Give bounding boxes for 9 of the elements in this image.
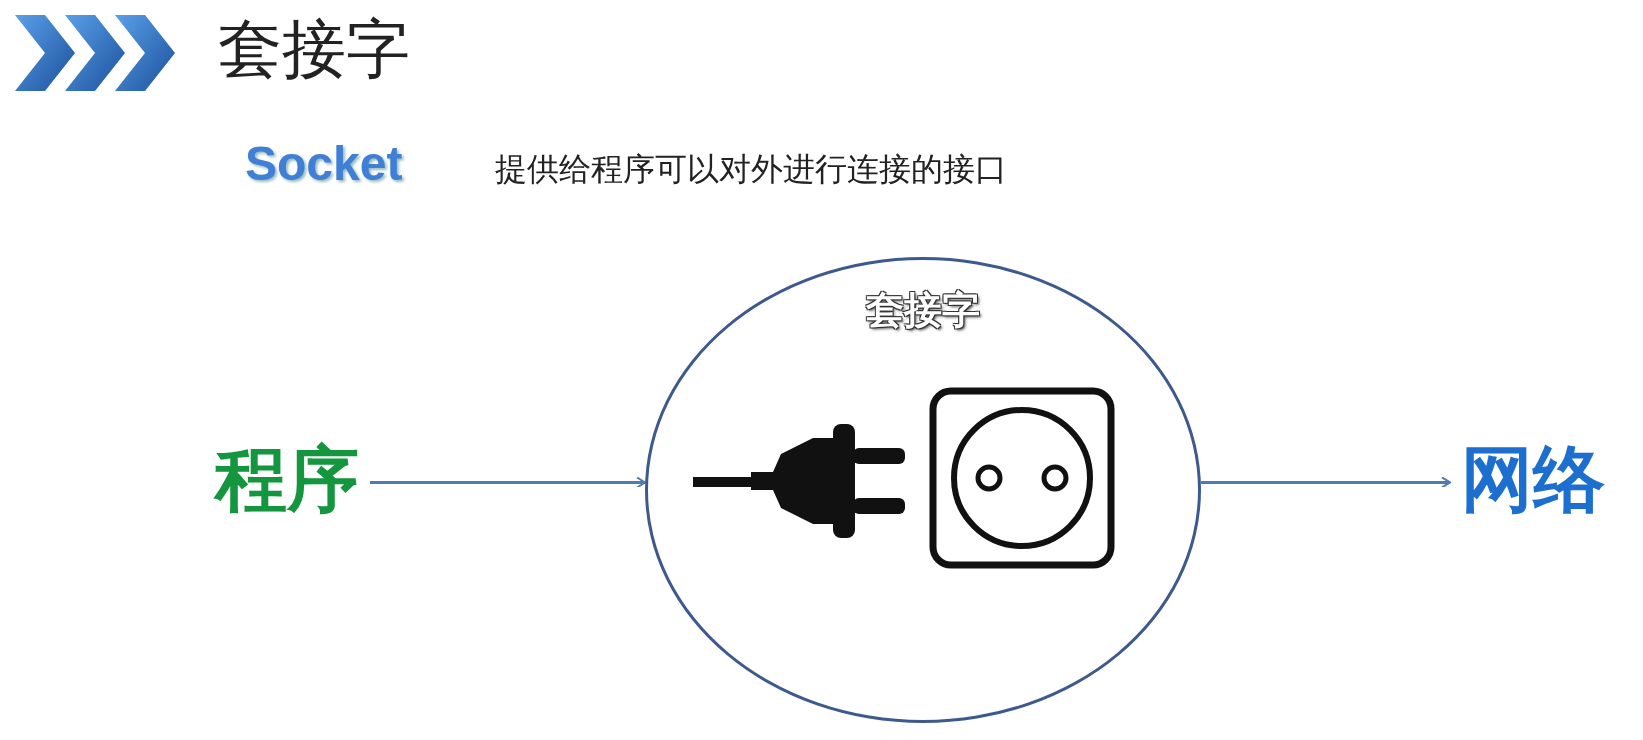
circle-title: 套接字 — [866, 290, 980, 332]
socket-circle — [645, 257, 1201, 723]
program-label: 程序 — [215, 443, 359, 515]
arrow — [1200, 476, 1451, 489]
arrow — [370, 476, 647, 489]
heading-term: Socket — [245, 136, 403, 192]
network-label: 网络 — [1461, 443, 1605, 515]
description: 提供给程序可以对外进行连接的接口 — [495, 150, 1007, 189]
title: 套接字 — [218, 14, 410, 85]
